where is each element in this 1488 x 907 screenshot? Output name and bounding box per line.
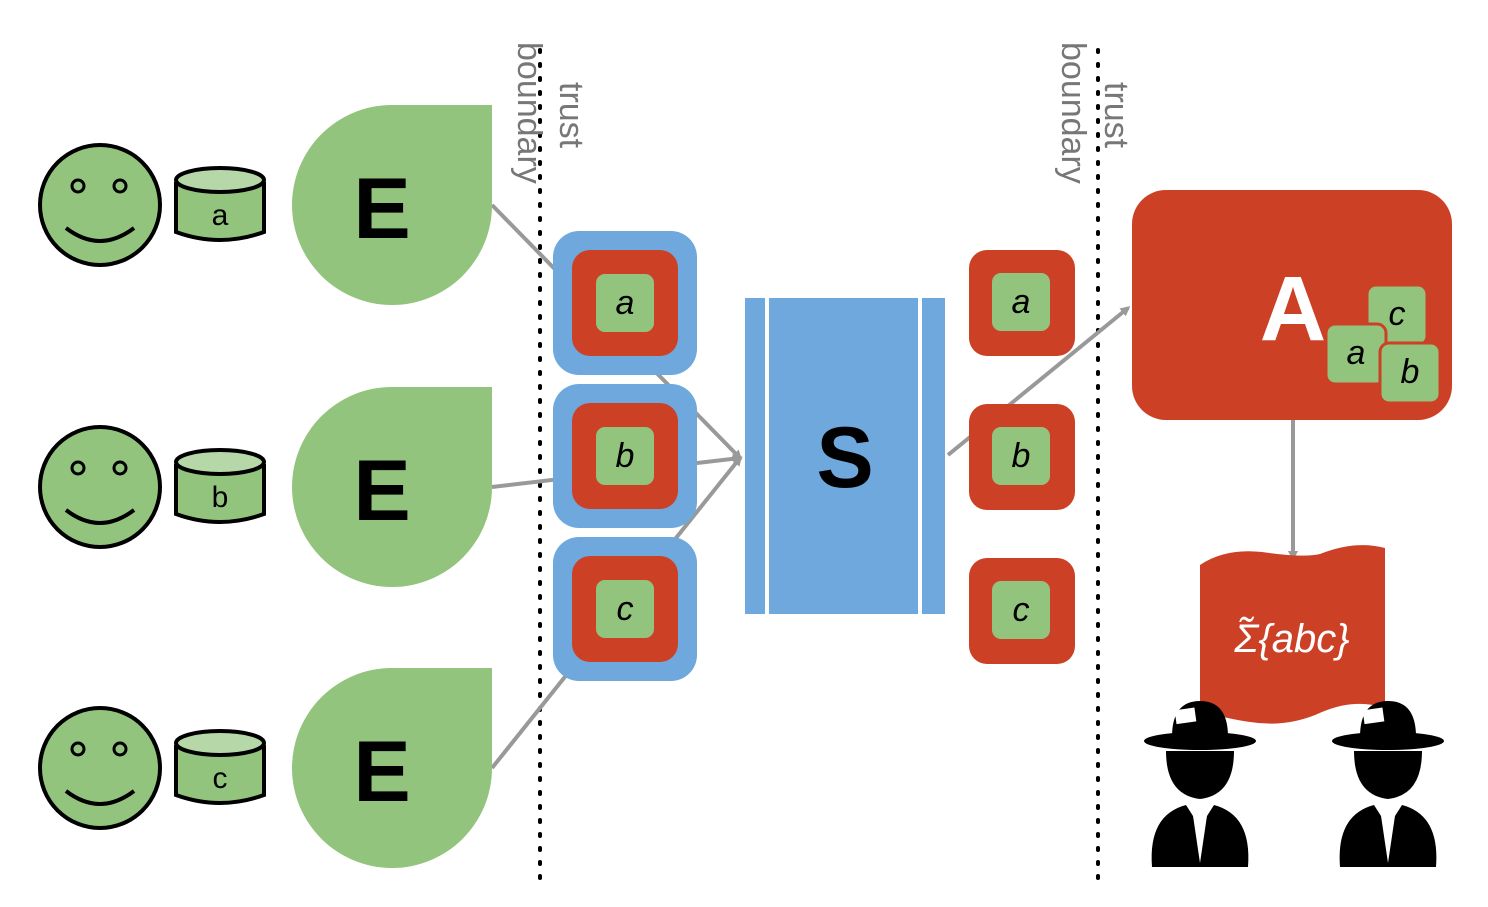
analyzer-item-a: a [1324,322,1388,386]
analyzer-item-label: c [1389,295,1406,333]
encoder-label: E [353,724,410,820]
output-banner: Σ̃{abc} [1200,545,1385,724]
shuffled-report-c: c [969,558,1075,664]
database-icon: a [174,166,266,242]
trust-boundary-right: boundary trust [1054,42,1135,880]
encoder-shape: E [292,668,492,868]
shuffler: S [745,298,945,614]
shuffler-label: S [816,410,873,506]
encoded-report-b: b [553,384,697,528]
encoded-report-a: a [553,231,697,375]
encoder-label: E [353,443,410,539]
smiley-face-icon [38,425,162,549]
spy-icon [1332,701,1444,867]
analyzer-label: A [1260,258,1326,360]
spy-icon [1144,701,1256,867]
analyzer-item-label: a [1347,334,1366,372]
user-row-b: b E [38,387,492,587]
database-label: a [212,199,229,232]
smiley-face-icon [38,706,162,830]
smiley-face-icon [38,143,162,267]
report-label: b [616,437,635,475]
trust-boundary-left: boundary trust [510,42,590,880]
report-label: a [1012,283,1031,321]
shuffled-report-b: b [969,404,1075,510]
user-row-a: a E [38,105,492,305]
report-label: c [617,590,634,628]
trust-boundary-label-line2: trust [1097,82,1135,149]
trust-boundary-label-line2: trust [552,82,590,149]
analyzer-item-b: b [1378,341,1442,405]
trust-boundary-label-line1: boundary [510,42,548,184]
encoder-shape: E [292,105,492,305]
report-label: a [616,284,635,322]
database-label: b [212,481,229,514]
analyzer: A c a b [1132,190,1452,420]
report-label: b [1012,437,1031,475]
user-row-c: c E [38,668,492,868]
database-icon: c [174,729,266,805]
trust-boundary-label-line1: boundary [1054,42,1092,184]
encoder-label: E [353,161,410,257]
encoder-shape: E [292,387,492,587]
encoded-report-c: c [553,537,697,681]
database-icon: b [174,448,266,524]
database-label: c [213,762,228,795]
analyzer-item-label: b [1401,353,1420,391]
report-label: c [1013,591,1030,629]
output-result: Σ̃{abc} [1233,616,1349,661]
shuffled-report-a: a [969,250,1075,356]
